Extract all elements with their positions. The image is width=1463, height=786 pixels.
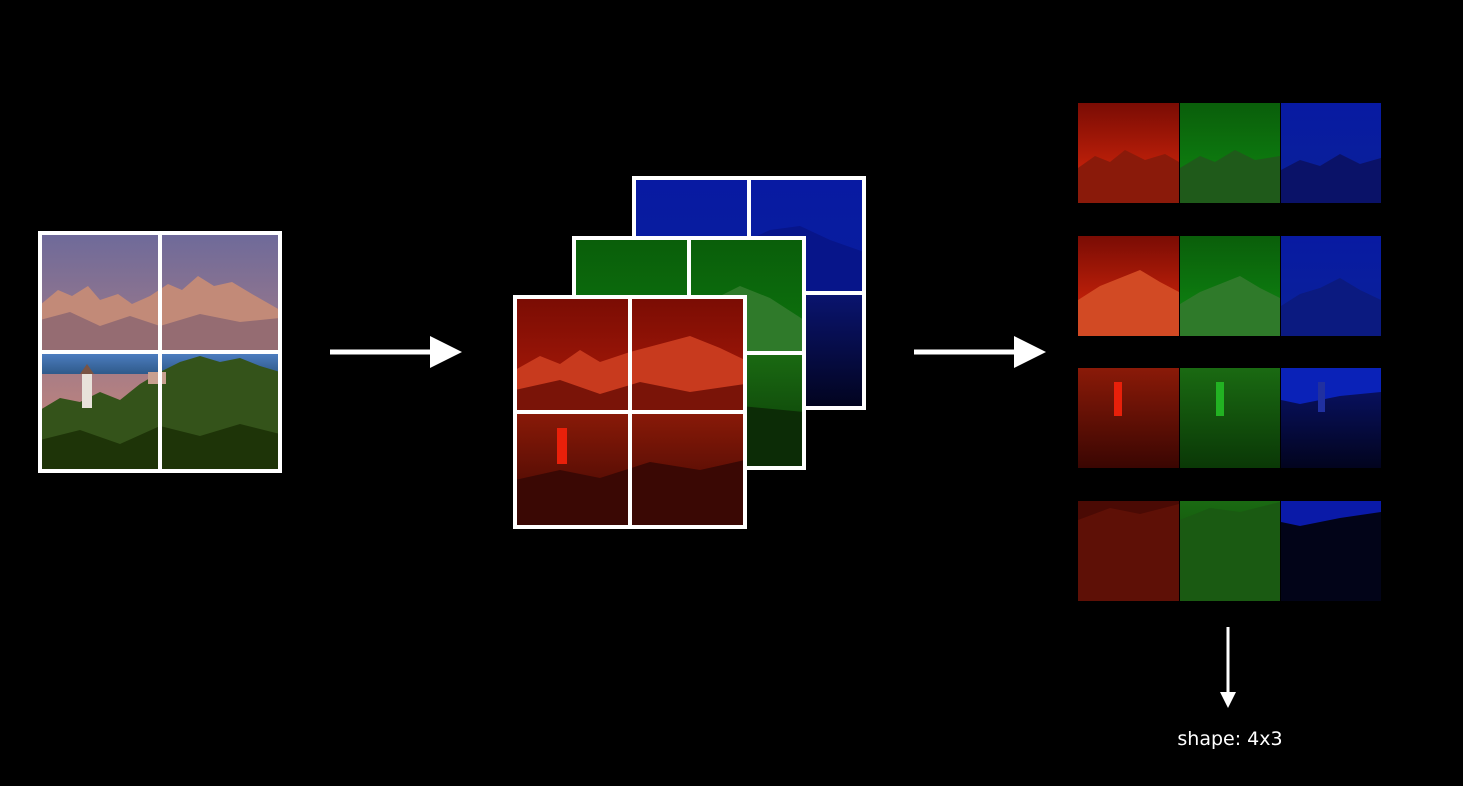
- patch-row-1: [1078, 103, 1381, 203]
- arrow-down-icon: [1220, 627, 1236, 708]
- arrow-right-icon: [330, 336, 462, 368]
- church-tower: [82, 372, 92, 408]
- shape-caption: shape: 4x3: [1177, 728, 1283, 750]
- input-image: [38, 231, 282, 473]
- arrow-right-icon: [914, 336, 1046, 368]
- chapel: [148, 372, 166, 384]
- patch-row-2: [1078, 236, 1381, 336]
- church-roof: [80, 364, 94, 374]
- patch-row-3: [1078, 368, 1381, 468]
- patch-channel-grid: [1078, 103, 1381, 601]
- patch-3-red: [1078, 368, 1179, 468]
- patch-row-4: [1078, 501, 1381, 601]
- patch-3-green: [1180, 368, 1280, 468]
- red-channel-plane: [513, 295, 747, 529]
